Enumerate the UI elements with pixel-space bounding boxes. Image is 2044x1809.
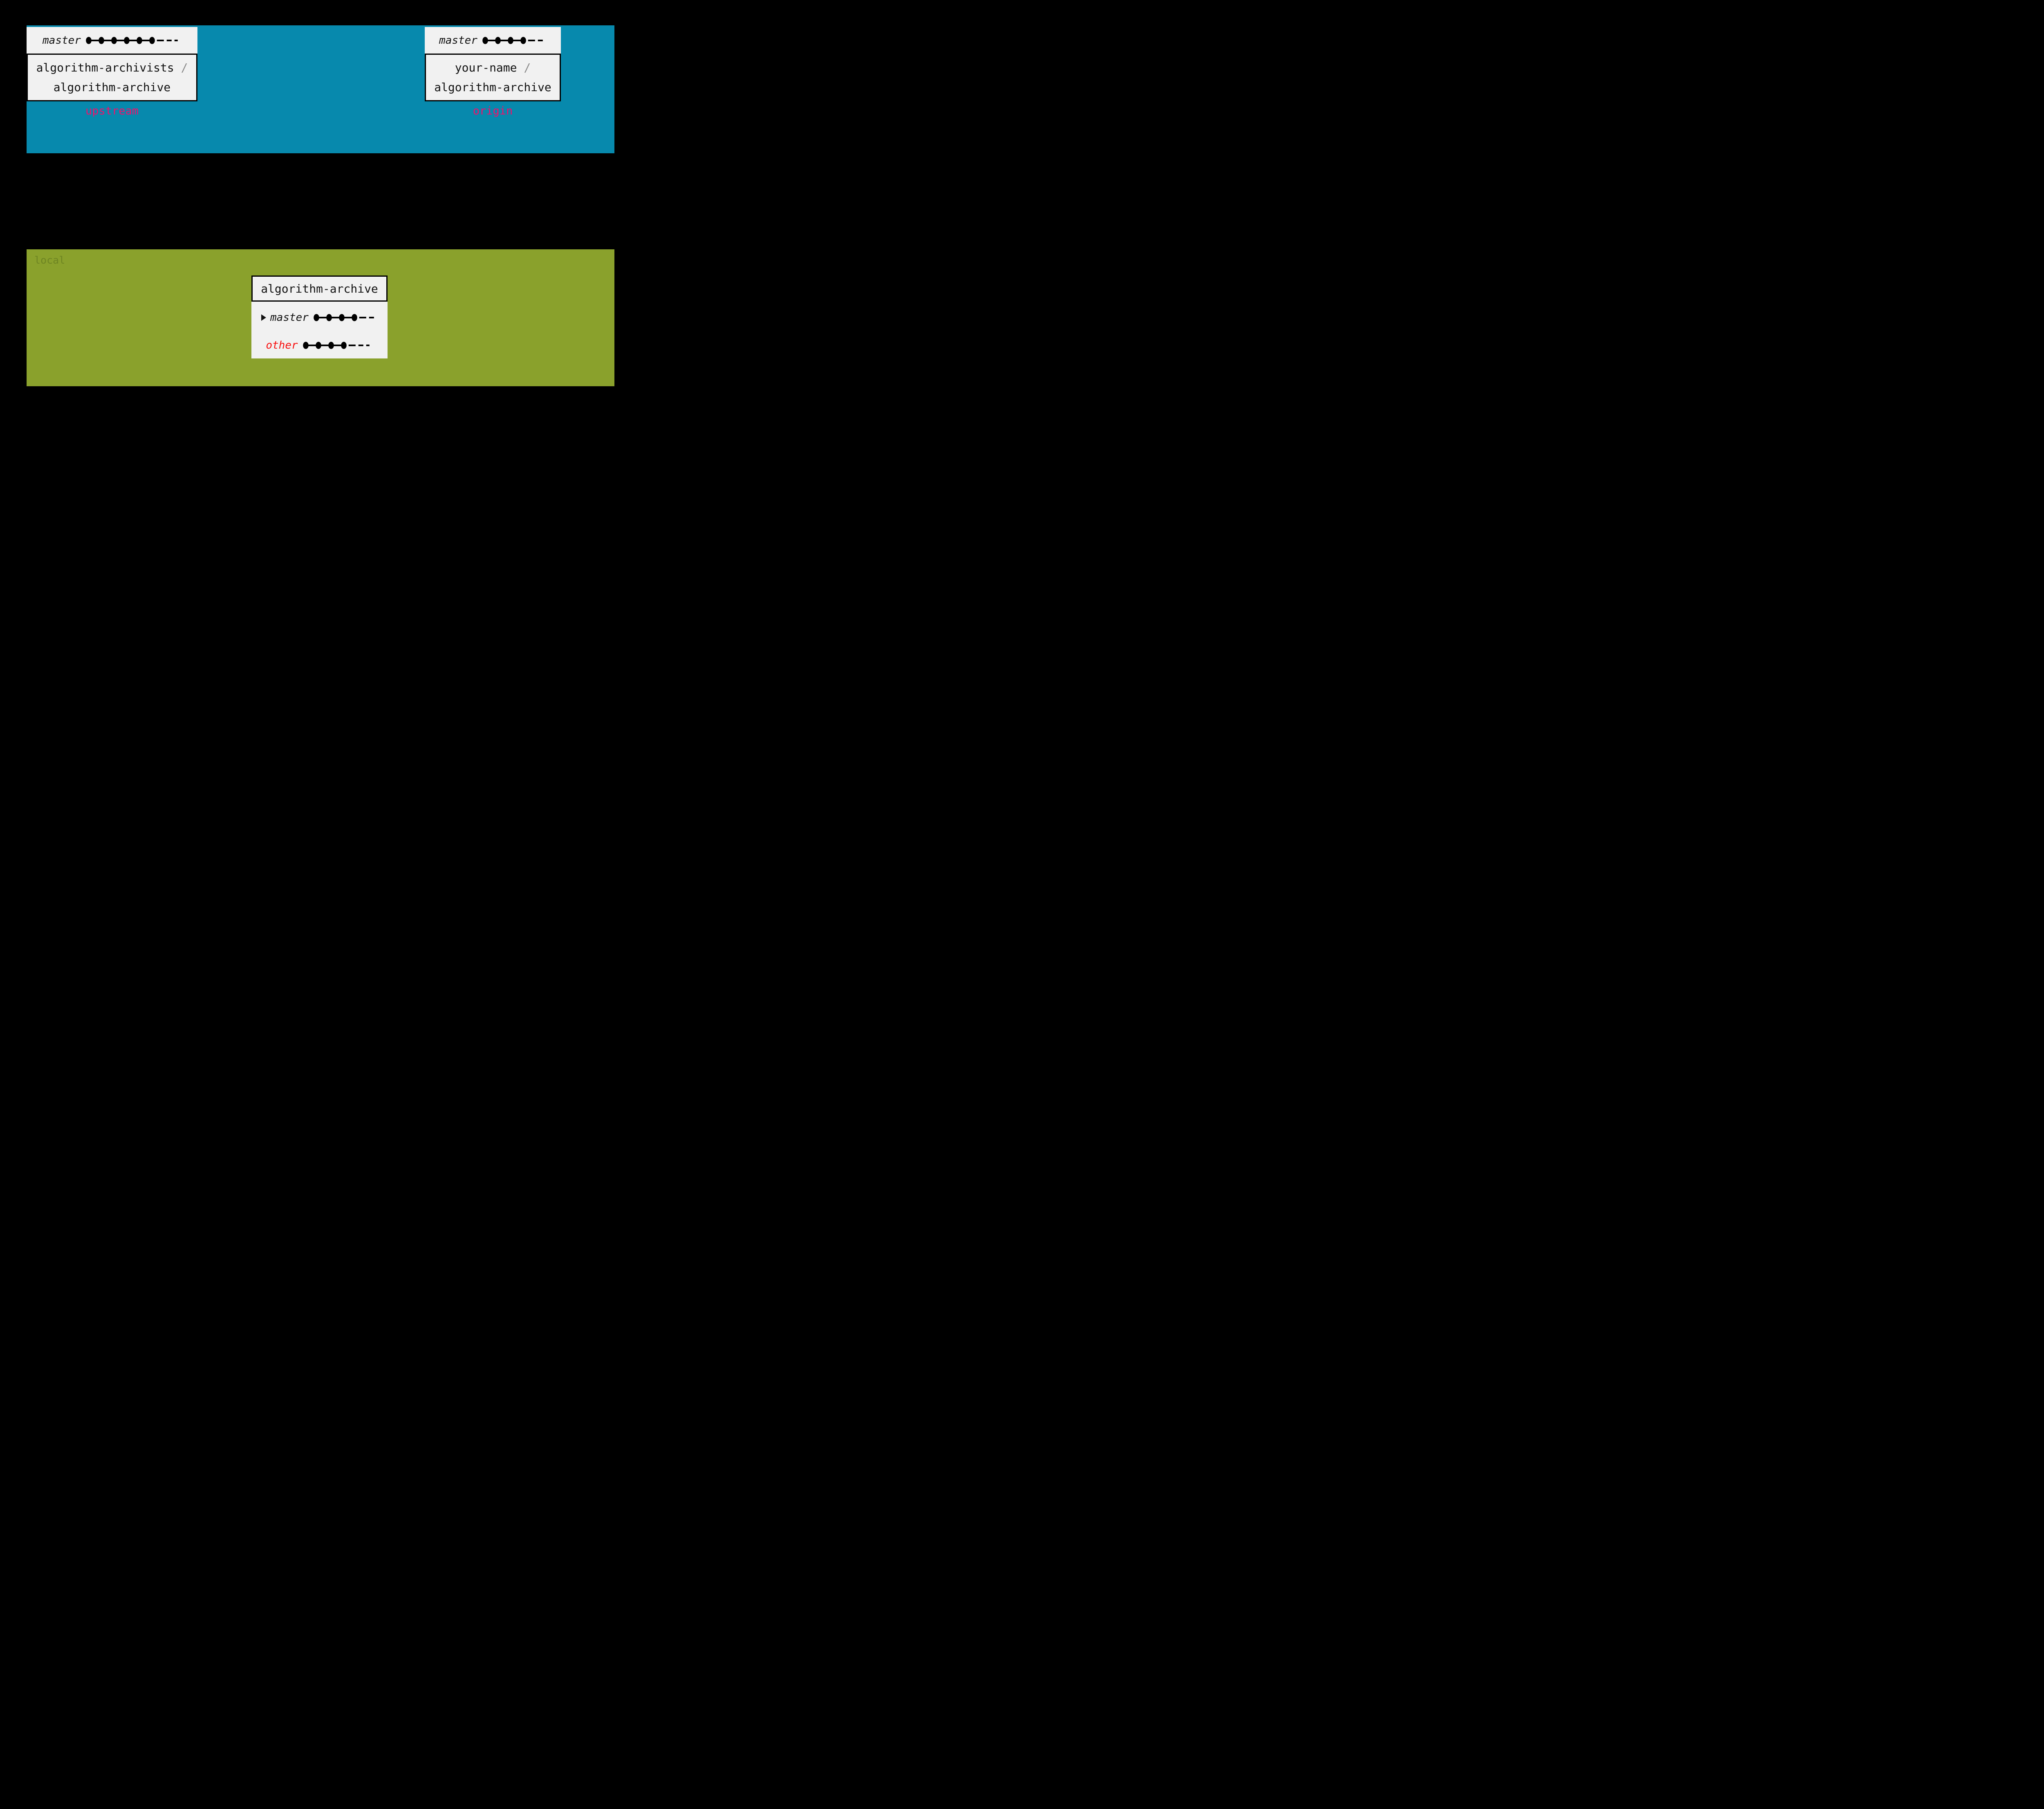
local-watermark-label: local — [34, 254, 65, 266]
local-repo-name: algorithm-archive — [261, 282, 378, 296]
upstream-repo-box: algorithm-archivists / algorithm-archive — [27, 54, 197, 101]
upstream-branch-box: master — [27, 27, 197, 54]
current-branch-marker-icon — [261, 314, 267, 321]
upstream-repo-name: algorithm-archive — [53, 80, 171, 94]
local-region: local algorithm-archive master other — [27, 249, 614, 386]
commit-chain-icon — [303, 342, 370, 349]
origin-repo-owner: your-name / — [455, 60, 531, 74]
diagram-canvas: github local algorithm-archive master ot… — [0, 0, 631, 410]
local-branch-label-master: master — [270, 311, 309, 324]
origin-branch-label: master — [439, 34, 477, 47]
upstream-branch-label: master — [43, 34, 81, 47]
commit-chain-icon — [482, 36, 543, 44]
commit-chain-icon — [86, 36, 178, 44]
origin-branch-box: master — [425, 27, 561, 54]
local-branch-label-other: other — [266, 339, 298, 352]
upstream-repo-owner: algorithm-archivists / — [36, 60, 188, 74]
local-branch-row-master: master — [251, 311, 388, 324]
origin-repo-box: your-name / algorithm-archive — [425, 54, 561, 101]
commit-chain-icon — [314, 314, 374, 321]
origin-repo-name: algorithm-archive — [434, 80, 551, 94]
local-branch-row-other: other — [251, 339, 388, 352]
remote-label-upstream: upstream — [85, 105, 139, 117]
remote-label-origin: origin — [473, 105, 513, 117]
local-repo-title: algorithm-archive — [251, 275, 388, 302]
local-branch-area: master other — [251, 302, 388, 358]
slash-separator: / — [524, 60, 531, 74]
slash-separator: / — [181, 60, 188, 74]
